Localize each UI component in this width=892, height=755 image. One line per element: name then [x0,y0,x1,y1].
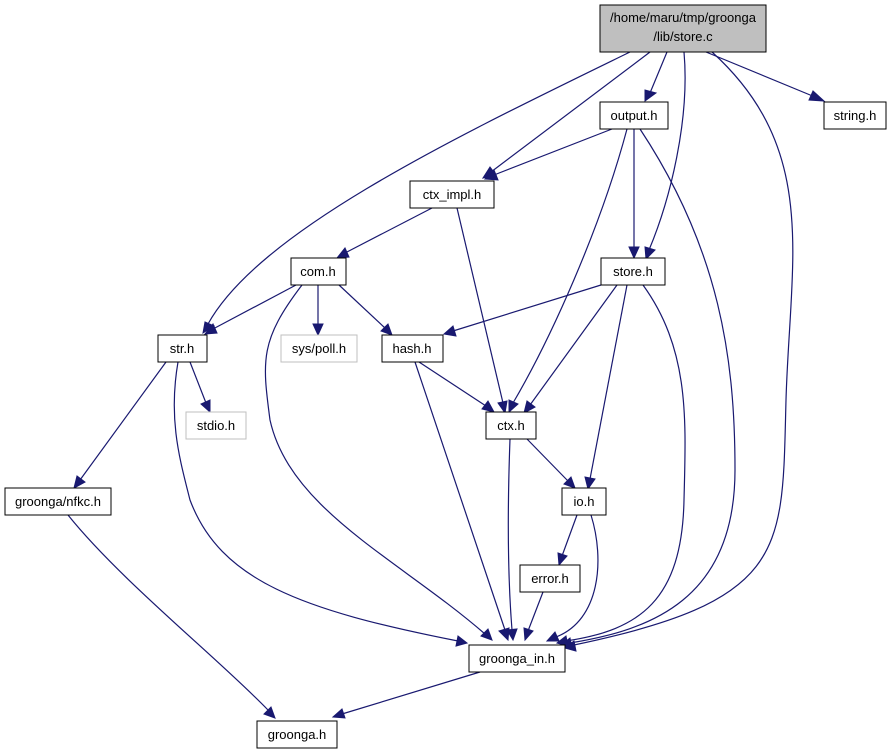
edge-output-h-to-ctx-impl-h [483,128,613,181]
node-error-h[interactable]: error.h [519,564,581,593]
edge-output-h-to-store-h [628,129,640,260]
node-groonga-nfkc-h-label: groonga/nfkc.h [15,494,101,509]
node-ctx-h[interactable]: ctx.h [485,411,537,440]
edge-com-h-to-hash-h [338,284,393,336]
node-groonga-h[interactable]: groonga.h [256,720,338,749]
node-com-h[interactable]: com.h [290,257,347,286]
edge-com-h-to-groonga-in-h [264,284,493,641]
node-sys-poll-h[interactable]: sys/poll.h [280,334,358,363]
edge-output-h-to-groonga-in-h [558,128,736,649]
edge-groonga-nfkc-h-to-groonga-h [67,514,276,719]
edge-store-h-to-hash-h [442,284,602,337]
node-str-h-label: str.h [170,341,195,356]
edge-store-h-to-ctx-h [523,284,618,414]
node-sys-poll-h-label: sys/poll.h [292,341,346,356]
edge-str-h-to-groonga-nfkc-h [73,361,167,489]
node-groonga-h-label: groonga.h [268,727,327,742]
node-store-c-label-line1: /home/maru/tmp/groonga [610,10,757,25]
node-io-h[interactable]: io.h [561,487,607,516]
edge-store-c-to-store-h [644,51,686,261]
edge-ctx-impl-h-to-com-h [335,207,433,259]
edge-io-h-to-groonga-in-h [545,514,599,642]
node-output-h-label: output.h [611,108,658,123]
node-groonga-nfkc-h[interactable]: groonga/nfkc.h [4,487,112,516]
edge-hash-h-to-groonga-in-h [414,361,510,642]
edge-store-h-to-io-h [584,284,628,491]
edge-com-h-to-str-h [203,284,297,335]
node-stdio-h[interactable]: stdio.h [185,411,247,440]
node-groonga-in-h[interactable]: groonga_in.h [468,644,566,673]
edge-output-h-to-ctx-h [508,128,628,414]
edge-ctx-h-to-groonga-in-h [506,438,518,642]
edge-str-h-to-groonga-in-h [173,361,469,647]
node-stdio-h-label: stdio.h [197,418,235,433]
edge-com-h-to-sys-poll-h [312,285,324,337]
node-ctx-h-label: ctx.h [497,418,524,433]
edge-error-h-to-groonga-in-h [523,591,544,642]
node-store-c-label-line2: /lib/store.c [653,29,713,44]
node-com-h-label: com.h [300,264,335,279]
node-error-h-label: error.h [531,571,569,586]
node-store-h[interactable]: store.h [600,257,666,286]
node-ctx-impl-h[interactable]: ctx_impl.h [409,180,495,209]
node-string-h[interactable]: string.h [823,101,887,130]
node-output-h[interactable]: output.h [599,101,669,130]
edge-store-c-to-string-h [705,51,826,102]
nodes: /home/maru/tmp/groonga /lib/store.c outp… [4,4,887,749]
edge-hash-h-to-ctx-h [418,361,495,413]
edges [67,51,826,719]
edge-store-c-to-output-h [644,51,668,102]
node-store-c[interactable]: /home/maru/tmp/groonga /lib/store.c [599,4,767,53]
node-hash-h[interactable]: hash.h [381,334,444,363]
node-store-h-label: store.h [613,264,653,279]
node-hash-h-label: hash.h [392,341,431,356]
edge-str-h-to-stdio-h [189,361,211,414]
edge-ctx-h-to-io-h [526,438,576,489]
edge-ctx-impl-h-to-ctx-h [456,207,508,415]
edge-io-h-to-error-h [557,514,578,567]
node-str-h[interactable]: str.h [157,334,208,363]
node-ctx-impl-h-label: ctx_impl.h [423,187,482,202]
edge-groonga-in-h-to-groonga-h [331,671,481,719]
node-string-h-label: string.h [834,108,877,123]
node-io-h-label: io.h [574,494,595,509]
node-groonga-in-h-label: groonga_in.h [479,651,555,666]
